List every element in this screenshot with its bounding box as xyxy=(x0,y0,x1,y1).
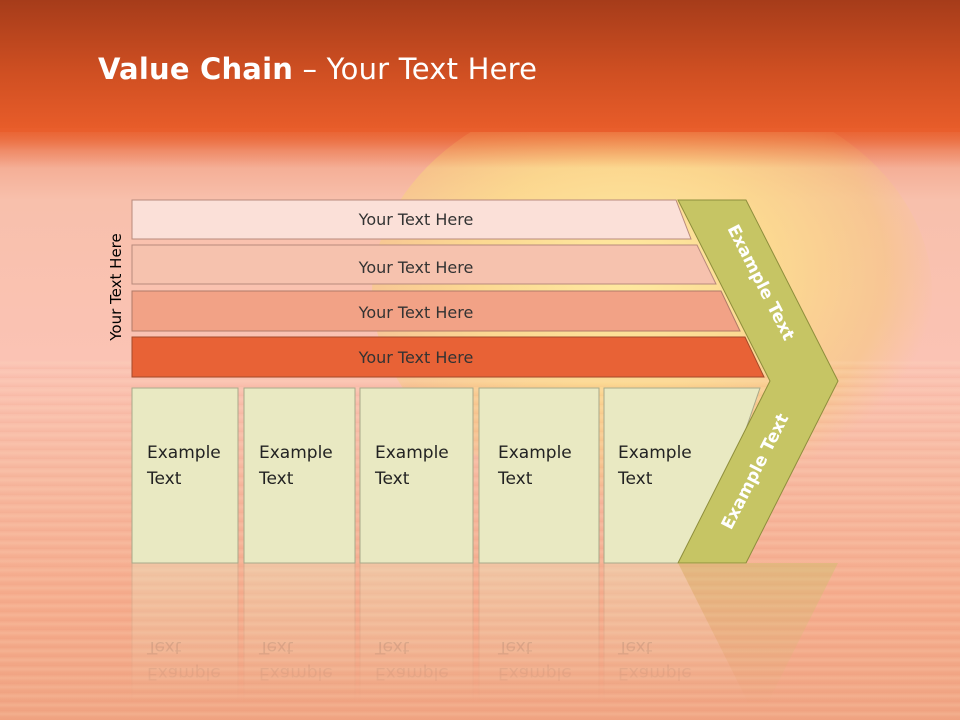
primary-box-5-line-1: Example xyxy=(618,443,692,463)
primary-box-4[interactable] xyxy=(478,387,600,564)
primary-box-4-line-2: Text xyxy=(497,469,533,489)
primary-box-2-line-1: Example xyxy=(259,443,333,463)
primary-box-1-line-1: Example xyxy=(147,443,221,463)
reflection xyxy=(131,562,838,720)
support-bar-4[interactable] xyxy=(131,336,765,378)
support-bar-1-label: Your Text Here xyxy=(358,210,474,229)
primary-box-5-label: Example Text xyxy=(617,443,697,489)
svg-text:ExampleText: ExampleText xyxy=(497,637,572,683)
title-band xyxy=(0,0,960,132)
svg-text:ExampleText: ExampleText xyxy=(146,637,221,683)
primary-box-3[interactable] xyxy=(359,387,474,564)
primary-box-1-label: Example Text xyxy=(146,443,226,489)
title-band-fade xyxy=(0,128,960,168)
primary-box-3-line-2: Text xyxy=(374,469,410,489)
support-bar-3-label: Your Text Here xyxy=(358,303,474,322)
svg-text:ExampleText: ExampleText xyxy=(258,637,333,683)
title-bold: Value Chain xyxy=(98,52,294,86)
primary-box-1[interactable] xyxy=(131,387,239,564)
reflection-text: ExampleText ExampleText ExampleText Exam… xyxy=(146,637,692,683)
support-bar-1[interactable] xyxy=(131,199,692,240)
support-bars: Your Text Here Your Text Here Your Text … xyxy=(131,199,765,378)
primary-box-2-label: Example Text xyxy=(258,443,338,489)
primary-boxes: Example Text Example Text Example Text E… xyxy=(131,387,761,564)
support-bar-4-label: Your Text Here xyxy=(358,348,474,367)
support-bar-3[interactable] xyxy=(131,290,741,332)
primary-box-1-line-2: Text xyxy=(146,469,182,489)
support-bar-2[interactable] xyxy=(131,244,717,285)
primary-box-2[interactable] xyxy=(243,387,356,564)
primary-box-2-line-2: Text xyxy=(258,469,294,489)
page-title: Value Chain – Your Text Here xyxy=(98,52,537,86)
primary-box-4-line-1: Example xyxy=(498,443,572,463)
primary-box-3-label: Example Text xyxy=(374,443,454,489)
primary-box-5-line-2: Text xyxy=(617,469,653,489)
svg-text:ExampleText: ExampleText xyxy=(617,637,692,683)
support-bar-2-label: Your Text Here xyxy=(358,258,474,277)
primary-box-3-line-1: Example xyxy=(375,443,449,463)
svg-text:ExampleText: ExampleText xyxy=(374,637,449,683)
primary-box-4-label: Example Text xyxy=(497,443,577,489)
title-rest: – Your Text Here xyxy=(293,52,538,86)
